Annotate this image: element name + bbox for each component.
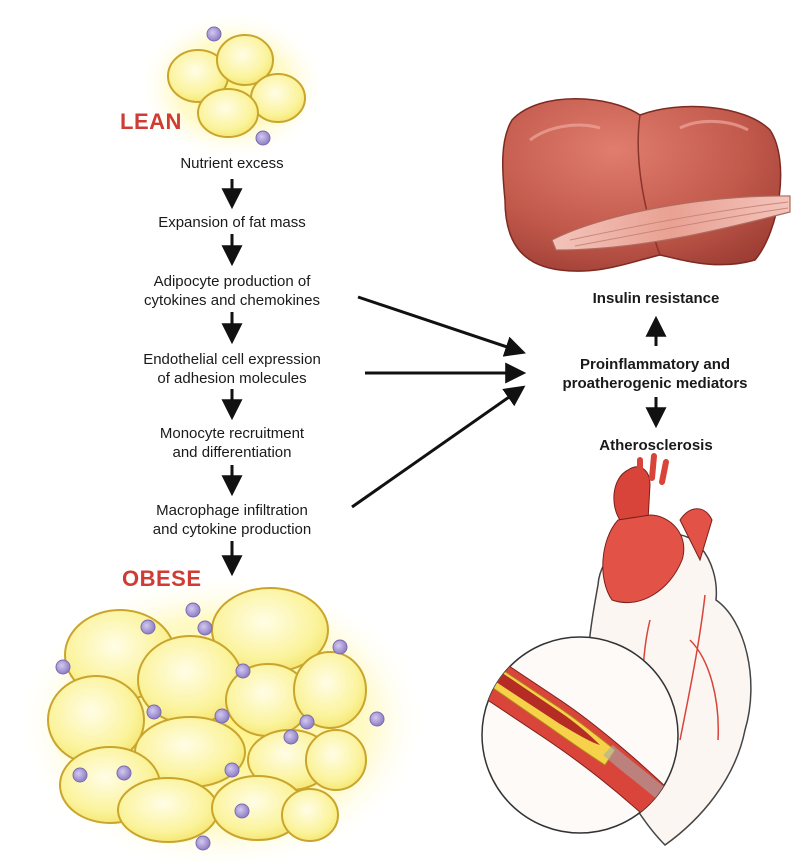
step-text: Expansion of fat mass — [112, 213, 352, 232]
step-text: Macrophage infiltration — [102, 501, 362, 520]
step-endothelial-adhesion: Endothelial cell expression of adhesion … — [102, 350, 362, 388]
step-fat-mass-expansion: Expansion of fat mass — [112, 213, 352, 232]
insulin-resistance-label: Insulin resistance — [536, 289, 776, 308]
obese-label: OBESE — [122, 566, 202, 592]
step-macrophage-infiltration: Macrophage infiltration and cytokine pro… — [102, 501, 362, 539]
atherosclerosis-label: Atherosclerosis — [536, 436, 776, 455]
step-text: and differentiation — [102, 443, 362, 462]
label-text: Proinflammatory and — [520, 355, 790, 374]
mediators-label: Proinflammatory and proatherogenic media… — [520, 355, 790, 393]
step-text: Adipocyte production of — [102, 272, 362, 291]
obese-fat-cluster — [17, 572, 427, 864]
step-text: cytokines and chemokines — [102, 291, 362, 310]
liver-illustration — [503, 99, 781, 271]
step-monocyte-recruitment: Monocyte recruitment and differentiation — [102, 424, 362, 462]
step-text: Nutrient excess — [112, 154, 352, 173]
label-text: Insulin resistance — [536, 289, 776, 308]
step-text: and cytokine production — [102, 520, 362, 539]
converging-arrows — [352, 297, 656, 507]
step-text: Monocyte recruitment — [102, 424, 362, 443]
step-text: of adhesion molecules — [102, 369, 362, 388]
label-text: proatherogenic mediators — [520, 374, 790, 393]
lean-label: LEAN — [120, 109, 182, 135]
step-text: Endothelial cell expression — [102, 350, 362, 369]
lean-fat-cluster — [137, 11, 327, 161]
label-text: Atherosclerosis — [536, 436, 776, 455]
step-adipocyte-cytokines: Adipocyte production of cytokines and ch… — [102, 272, 362, 310]
step-nutrient-excess: Nutrient excess — [112, 154, 352, 173]
